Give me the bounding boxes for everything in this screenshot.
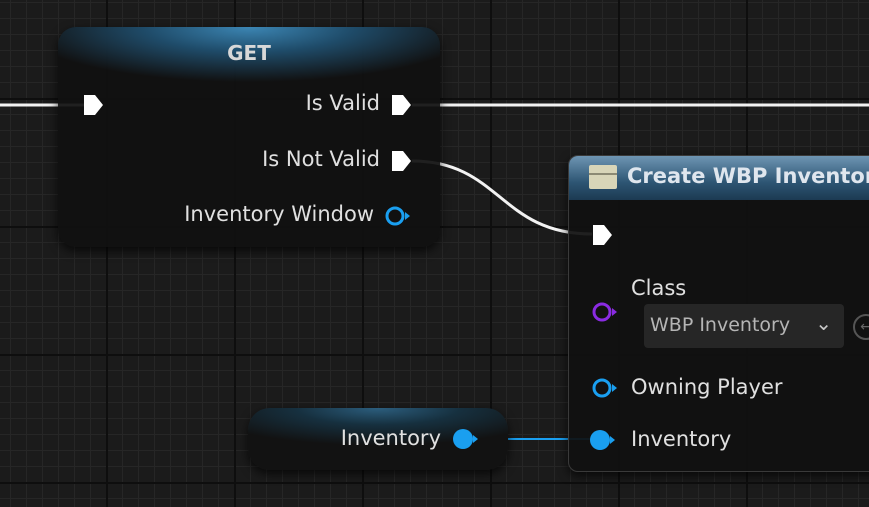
reset-arrow-icon[interactable]: ← — [853, 314, 869, 340]
get-node[interactable]: GET Is Valid Is Not Valid Inventory Wind… — [58, 27, 440, 247]
create-node-header — [569, 156, 869, 200]
owning-player-label: Owning Player — [631, 375, 783, 399]
is-valid-label: Is Valid — [305, 91, 380, 115]
get-node-title: GET — [227, 41, 271, 65]
class-dropdown[interactable]: WBP Inventory ⌄ — [644, 304, 844, 348]
get-node-header — [58, 27, 440, 82]
owning-player-pin-icon[interactable] — [591, 377, 621, 399]
chevron-down-icon: ⌄ — [815, 311, 832, 335]
class-pin-icon[interactable] — [591, 301, 621, 323]
is-not-valid-label: Is Not Valid — [262, 147, 380, 171]
create-node-title: Create WBP Inventory — [627, 164, 869, 188]
inventory-window-pin-icon[interactable] — [384, 205, 414, 227]
exec-in-pin-icon[interactable] — [82, 93, 104, 117]
inventory-input-label: Inventory — [631, 427, 732, 451]
is-not-valid-pin-icon[interactable] — [390, 149, 412, 173]
create-widget-node[interactable]: Create WBP Inventory Class WBP Inventory… — [568, 155, 869, 472]
inventory-output-pin-icon[interactable] — [452, 428, 482, 450]
exec-wire-is-not-valid — [411, 159, 593, 236]
is-valid-pin-icon[interactable] — [390, 93, 412, 117]
inventory-variable-node[interactable]: Inventory — [248, 408, 508, 470]
class-label: Class — [631, 276, 687, 300]
inventory-window-label: Inventory Window — [184, 202, 374, 226]
inventory-pin-icon[interactable] — [589, 429, 619, 451]
inventory-variable-label: Inventory — [340, 426, 441, 450]
exec-in-pin-icon[interactable] — [591, 223, 613, 247]
widget-icon — [589, 165, 617, 189]
class-dropdown-value: WBP Inventory — [650, 314, 791, 336]
